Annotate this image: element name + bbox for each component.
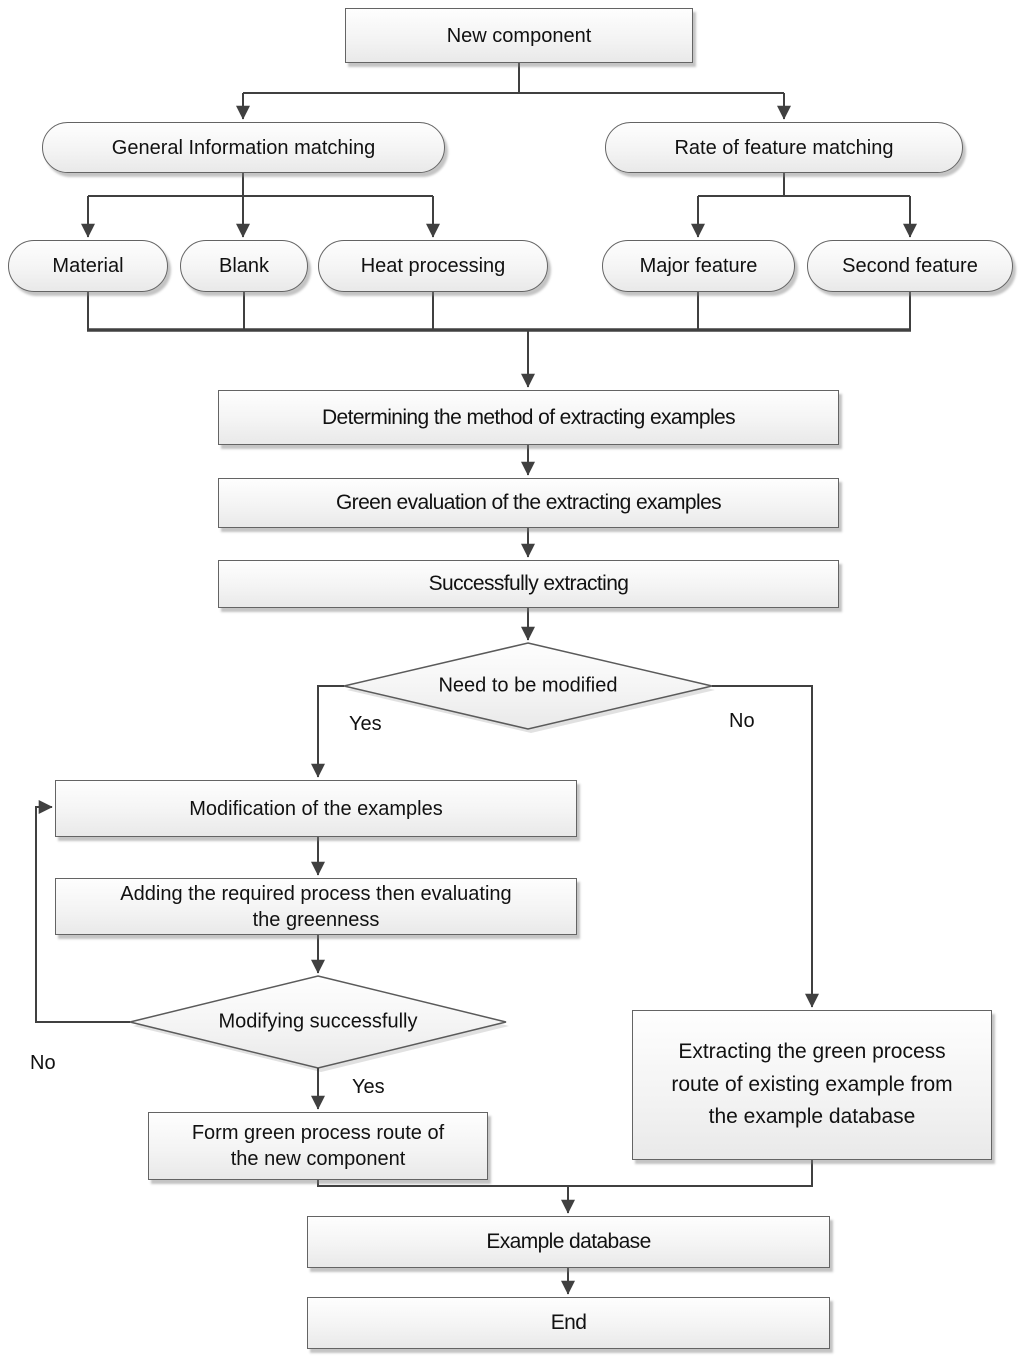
edges-convergence-bus: [87, 292, 911, 388]
decision-modifying-shape: [129, 975, 509, 1072]
node-modification-of-examples: Modification of the examples: [55, 780, 577, 837]
node-general-information-matching: General Information matching: [42, 122, 445, 173]
node-major-feature: Major feature: [602, 240, 795, 292]
node-second-feature: Second feature: [807, 240, 1013, 292]
node-heat-processing: Heat processing: [318, 240, 548, 292]
edge-label-modifying-yes: Yes: [352, 1076, 385, 1098]
edge-need-modified-yes: [311, 685, 344, 778]
decision-modifying-successfully-label: Modifying successfully: [218, 1010, 418, 1033]
node-new-component: New component: [345, 8, 693, 63]
edge-label-modifying-no: No: [30, 1052, 56, 1074]
node-example-database: Example database: [307, 1216, 830, 1268]
node-form-green-route: Form green process route of the new comp…: [148, 1112, 488, 1180]
node-green-evaluation: Green evaluation of the extracting examp…: [218, 478, 839, 528]
edges-bottom-merge: [317, 1160, 813, 1295]
decision-need-modified-shape: [343, 642, 715, 733]
edge-label-need-modified-yes: Yes: [349, 713, 382, 735]
node-determining-method: Determining the method of extracting exa…: [218, 390, 839, 445]
node-blank: Blank: [180, 240, 308, 292]
edge-need-modified-no: [712, 685, 819, 1008]
node-end: End: [307, 1297, 830, 1349]
decision-need-to-be-modified-label: Need to be modified: [438, 674, 618, 697]
node-successfully-extracting: Successfully extracting: [218, 560, 839, 608]
node-rate-of-feature-matching: Rate of feature matching: [605, 122, 963, 173]
node-adding-required-process: Adding the required process then evaluat…: [55, 878, 577, 935]
edge-modifying-no-loopback: [35, 800, 130, 1023]
edges-new-component-branch: [236, 63, 791, 120]
edge-label-need-modified-no: No: [729, 710, 755, 732]
node-material: Material: [8, 240, 168, 292]
node-extracting-existing-route: Extracting the green process route of ex…: [632, 1010, 992, 1160]
edges-rate-feature-branch: [691, 173, 917, 238]
edges-general-info-branch: [81, 173, 440, 238]
